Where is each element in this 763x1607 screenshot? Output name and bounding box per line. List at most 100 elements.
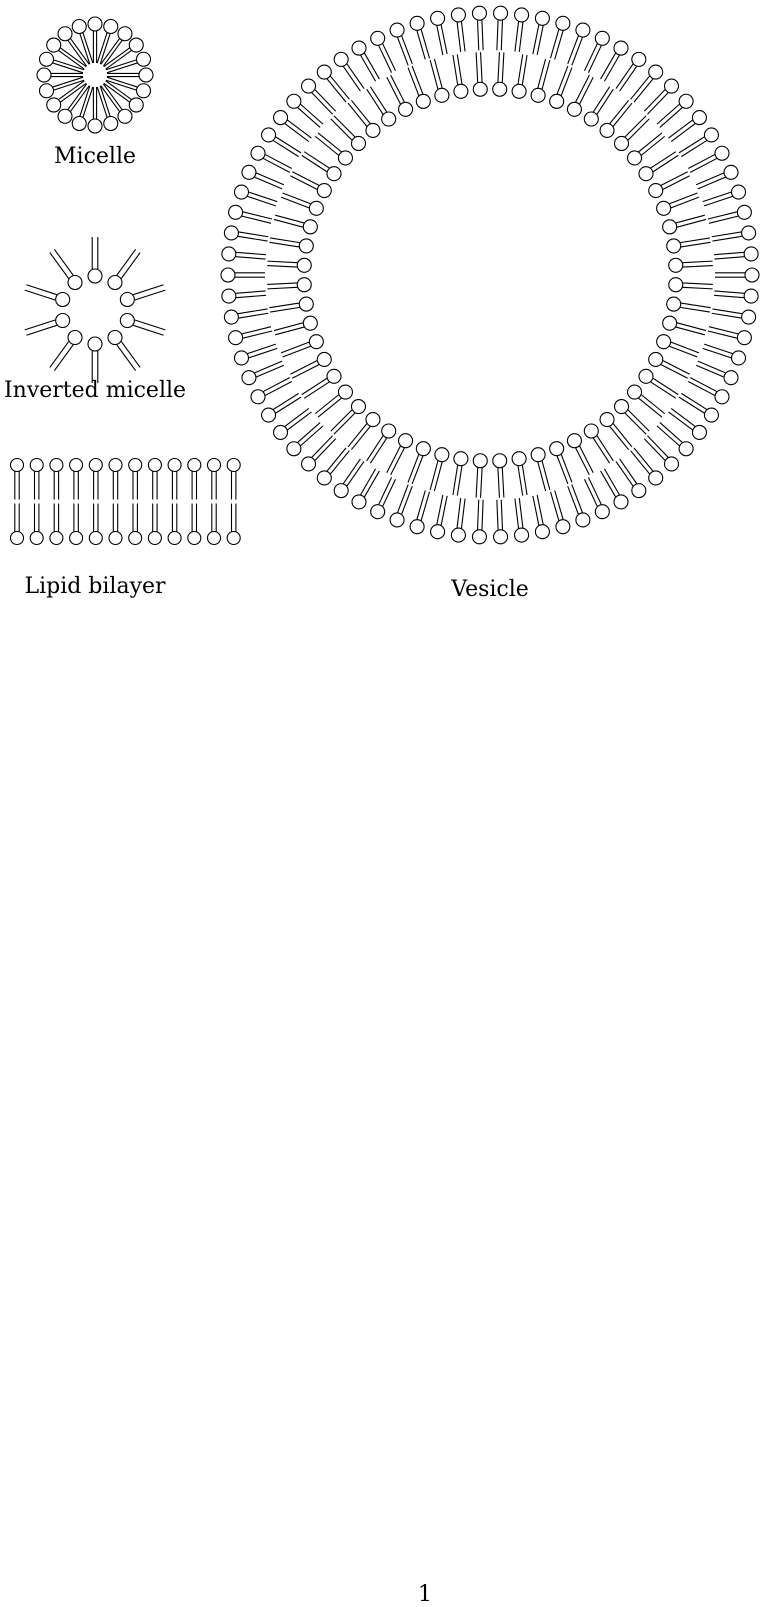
lipid-tail — [575, 75, 590, 103]
lipid-head — [316, 183, 332, 199]
lipid-head — [29, 530, 44, 546]
lipid-tail — [647, 435, 669, 458]
micelle-lipid — [105, 51, 152, 74]
lipid-head — [723, 370, 739, 386]
lipid-tail — [267, 264, 298, 268]
lipid-tail — [116, 248, 137, 276]
lipid-head — [471, 529, 488, 545]
lipid-tail — [26, 324, 58, 336]
lipid-tail — [96, 32, 108, 64]
vesicle-outer-lipid — [471, 5, 488, 51]
lipid-head — [663, 456, 680, 472]
inverted-micelle-lipid — [119, 312, 166, 336]
lipid-head — [668, 257, 684, 273]
lipid-head — [300, 78, 317, 94]
bilayer-bottom-lipid — [69, 503, 84, 546]
lipid-tail — [280, 196, 310, 209]
lipid-tail — [262, 157, 291, 173]
vesicle-inner-lipid — [583, 423, 614, 464]
vesicle-inner-lipid — [267, 277, 312, 293]
lipid-tail — [514, 498, 520, 529]
lipid-tail — [273, 140, 299, 158]
vesicle-inner-lipid — [347, 411, 381, 451]
lipid-tail — [241, 326, 272, 335]
lipid-head — [49, 530, 64, 546]
lipid-head — [221, 288, 237, 304]
micelle-lipid — [46, 37, 87, 70]
vesicle-outer-lipid — [450, 7, 466, 52]
lipid-tail — [363, 52, 380, 80]
lipid-tail — [541, 60, 551, 90]
micelle-lipid — [100, 26, 133, 67]
lipid-tail — [496, 499, 499, 530]
lipid-tail — [612, 102, 633, 127]
lipid-tail — [411, 455, 424, 485]
vesicle-outer-lipid — [615, 51, 647, 92]
lipid-tail — [440, 24, 448, 55]
vesicle-outer-lipid — [450, 498, 466, 543]
lipid-tail — [703, 343, 733, 355]
lipid-head — [107, 329, 123, 346]
lipid-tail — [347, 102, 368, 127]
lipid-tail — [360, 54, 377, 82]
lipid-tail — [60, 82, 87, 103]
lipid-tail — [102, 83, 123, 110]
lipid-head — [308, 334, 324, 350]
lipid-head — [398, 433, 414, 449]
lipid-tail — [369, 437, 388, 464]
lipid-tail — [292, 171, 320, 186]
lipid-tail — [248, 191, 278, 203]
lipid-head — [365, 411, 381, 428]
vesicle-inner-lipid — [549, 65, 573, 109]
vesicle-inner-lipid — [668, 257, 713, 273]
lipid-head — [187, 457, 202, 473]
vesicle-outer-lipid — [715, 267, 760, 283]
lipid-tail — [541, 460, 551, 490]
lipid-head — [613, 398, 630, 415]
lipid-tail — [521, 465, 528, 495]
lipid-tail — [235, 256, 266, 260]
lipid-tail — [49, 252, 70, 279]
lipid-head — [691, 110, 708, 126]
lipid-tail — [652, 377, 679, 396]
lipid-tail — [600, 470, 617, 498]
vesicle-inner-lipid — [666, 296, 711, 313]
lipid-tail — [680, 306, 710, 313]
lipid-tail — [627, 409, 650, 432]
lipid-head — [549, 441, 565, 457]
lipid-tail — [650, 381, 677, 399]
lipid-tail — [697, 176, 726, 190]
lipid-head — [472, 453, 488, 469]
vesicle-inner-lipid — [273, 315, 318, 336]
vesicle-inner-lipid — [666, 237, 711, 254]
lipid-tail — [711, 312, 742, 319]
vesicle-outer-lipid — [241, 360, 285, 386]
lipid-tail — [292, 364, 320, 379]
micelle-lipid — [103, 37, 144, 70]
lipid-tail — [643, 89, 666, 112]
vesicle-inner-lipid — [301, 368, 342, 399]
bilayer-top-lipid — [147, 457, 162, 500]
vesicle-outer-lipid — [272, 407, 312, 440]
lipid-tail — [712, 235, 743, 242]
lipid-tail — [630, 450, 650, 475]
lipid-head — [302, 219, 318, 235]
lipid-head — [187, 530, 202, 546]
vesicle-outer-lipid — [630, 64, 664, 103]
lipid-head — [108, 530, 123, 546]
lipid-head — [69, 530, 84, 546]
lipid-tail — [587, 45, 602, 73]
lipid-tail — [612, 423, 633, 448]
micelle-lipid — [38, 51, 85, 74]
vesicle-outer-lipid — [261, 392, 302, 423]
micelle-lipid — [46, 80, 87, 113]
lipid-tail — [689, 157, 718, 173]
lipid-head — [534, 10, 550, 26]
lipid-head — [613, 135, 630, 152]
lipid-tail — [668, 119, 693, 139]
vesicle-outer-lipid — [430, 494, 448, 540]
vesicle-outer-lipid — [223, 225, 269, 242]
lipid-tail — [69, 85, 90, 112]
lipid-tail — [270, 237, 300, 244]
lipid-head — [626, 150, 643, 166]
